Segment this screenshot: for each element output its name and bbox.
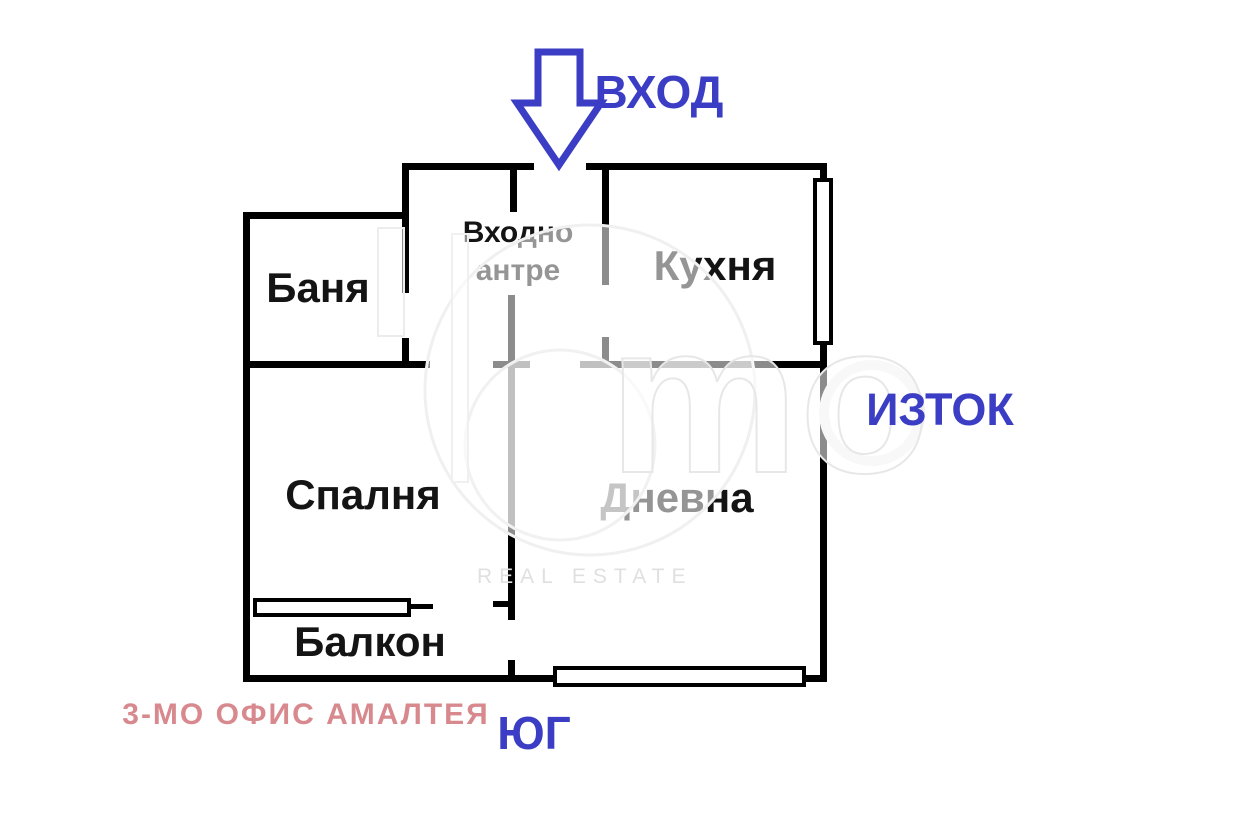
room-balcony-label: Балкон xyxy=(294,617,446,665)
wall-top-right xyxy=(586,163,827,170)
kitchen-window xyxy=(813,178,833,345)
wall-bathroom-top xyxy=(243,212,409,219)
room-entrance-hall-label-line2: антре xyxy=(475,254,561,287)
room-living-label: Дневна xyxy=(600,473,754,521)
room-bathroom-label: Баня xyxy=(266,263,370,311)
wall-bottom xyxy=(243,675,827,682)
wall-bedroom-sill xyxy=(410,604,433,609)
entrance-arrow-icon xyxy=(510,48,608,172)
wall-entry-jamb xyxy=(510,163,517,212)
wall-divider-bottom-tick xyxy=(508,660,515,682)
room-entrance-hall-label: Входно антре xyxy=(463,214,574,290)
wall-left xyxy=(243,212,250,682)
windows xyxy=(253,178,833,687)
wall-top-left xyxy=(402,163,534,170)
wall-balcony-jamb xyxy=(493,601,515,607)
bedroom-window xyxy=(253,598,411,617)
room-kitchen-label: Кухня xyxy=(653,241,777,289)
wall-bathroom-right-jamb xyxy=(402,338,409,368)
wall-bathroom-bottom xyxy=(243,361,430,368)
room-bedroom-label: Спалня xyxy=(285,470,441,518)
living-room-window xyxy=(553,666,806,687)
wall-bathroom-right-upper xyxy=(402,163,409,293)
room-entrance-hall-label-line1: Входно xyxy=(462,216,574,249)
